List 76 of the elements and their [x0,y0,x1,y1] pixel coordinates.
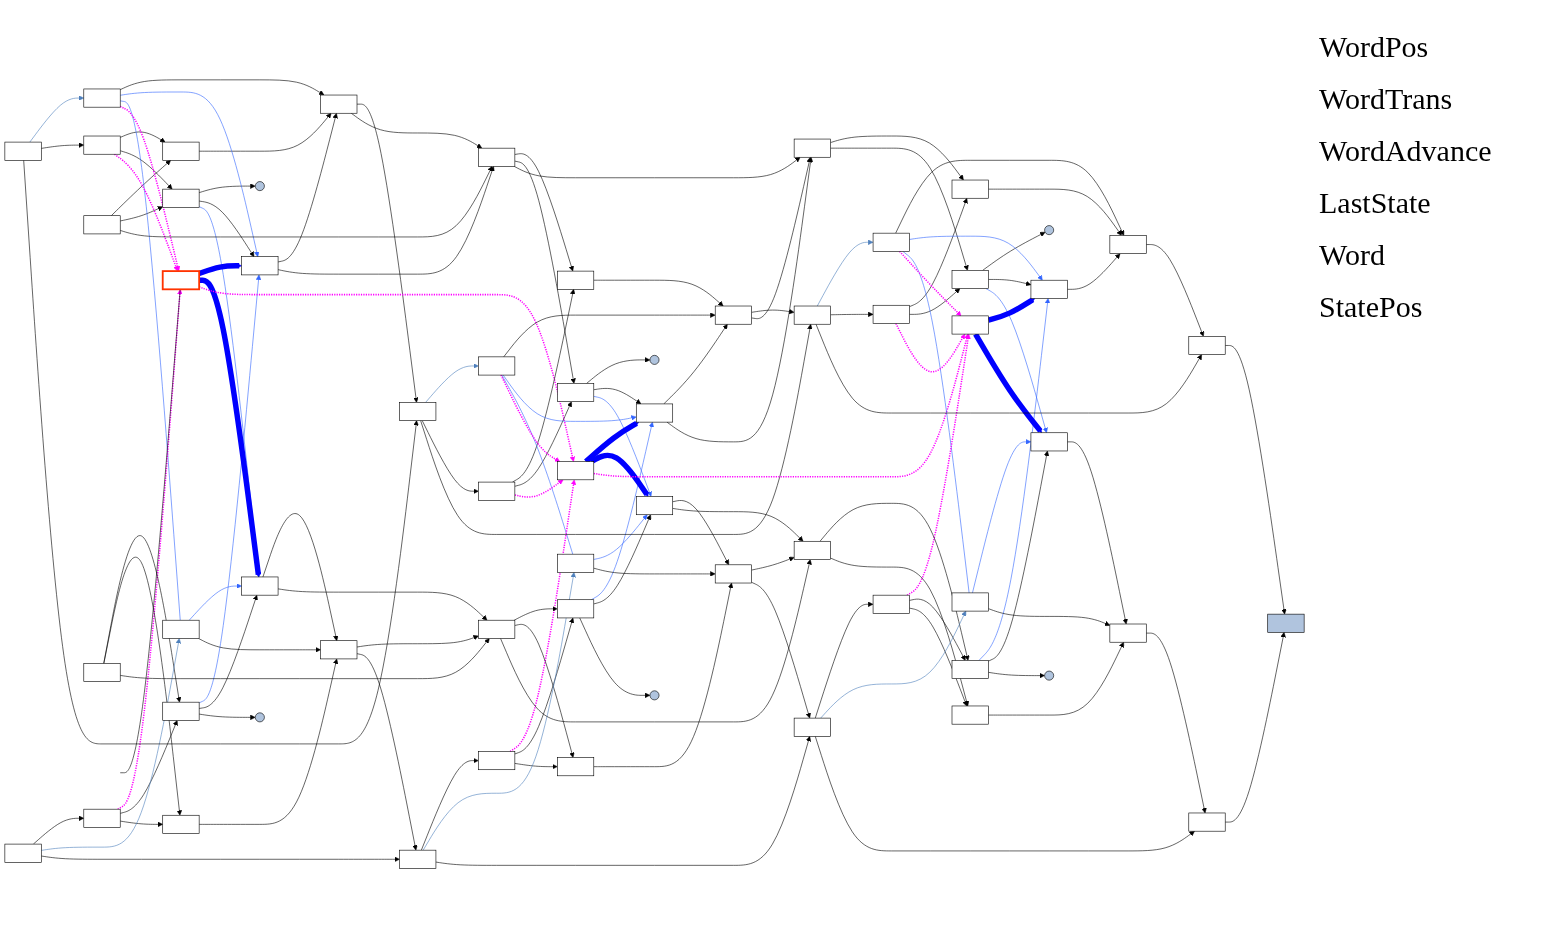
node-box [399,850,437,870]
variable-label: Word [1319,238,1386,272]
node-box [557,461,595,481]
arrow [500,374,561,463]
arrow [973,333,1043,434]
node-box [557,757,595,777]
arrow [906,334,971,597]
arrow [514,479,564,499]
node-box [872,595,910,615]
node-box [951,270,989,290]
node-box [872,305,910,325]
node-box [83,663,121,683]
node-box [1267,614,1305,634]
node-box [557,599,595,619]
node-box [951,592,989,612]
node-box [162,142,200,161]
node-box [83,136,121,155]
node-box [951,180,989,199]
node-box [557,554,595,574]
node-box [793,718,831,737]
node-box [557,383,595,403]
node-box [478,620,516,640]
node-box [951,706,989,725]
node-box [872,233,910,253]
node-box [793,541,831,561]
node-box [951,315,989,335]
node-circle [649,355,660,366]
node-box [636,404,673,423]
variable-label: LastState [1319,186,1432,220]
node-box [320,95,358,114]
node-box [162,189,200,209]
variable-label: WordAdvance [1319,134,1493,168]
node-circle [649,690,660,701]
node-box [478,751,516,771]
node-box [1030,280,1068,300]
arrow [987,297,1036,324]
node-box [636,496,673,516]
node-box [793,139,831,158]
arrow [590,453,650,498]
node-box [4,844,42,863]
node-box [478,482,516,501]
node-circle [255,712,265,723]
node-box [399,402,437,422]
arrow [895,323,966,373]
connector [902,251,970,594]
node-box [1109,624,1147,643]
node-box [83,809,121,829]
node-circle [1044,225,1054,236]
node-box [714,564,752,584]
variable-label: WordPos [1319,30,1430,64]
variable-label: WordTrans [1319,82,1454,116]
arrow [199,277,262,578]
arrow [198,263,242,277]
node-box [951,660,989,680]
node-box [793,306,831,325]
node-box [478,148,516,168]
node-box [1188,813,1226,832]
node-box [241,256,279,276]
node-box [1030,432,1068,452]
node-box [162,702,200,722]
node-box [161,270,201,291]
node-circle [255,181,265,192]
node-box [1188,336,1226,356]
node-box [714,306,752,325]
node-box [320,640,358,660]
node-box [478,356,516,376]
node-box [83,215,121,235]
node-box [241,577,279,596]
node-box [83,89,121,108]
node-box [1109,235,1147,255]
variable-label: StatePos [1319,290,1424,324]
node-circle [1044,671,1054,681]
node-box [4,142,42,161]
node-box [162,620,200,640]
node-box [162,815,200,835]
node-box [557,271,595,290]
